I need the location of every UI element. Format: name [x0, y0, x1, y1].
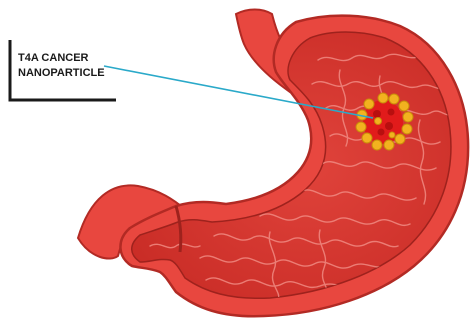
label-line-2: NANOPARTICLE: [18, 67, 105, 79]
label-line-1: T4A CANCER: [18, 52, 89, 64]
